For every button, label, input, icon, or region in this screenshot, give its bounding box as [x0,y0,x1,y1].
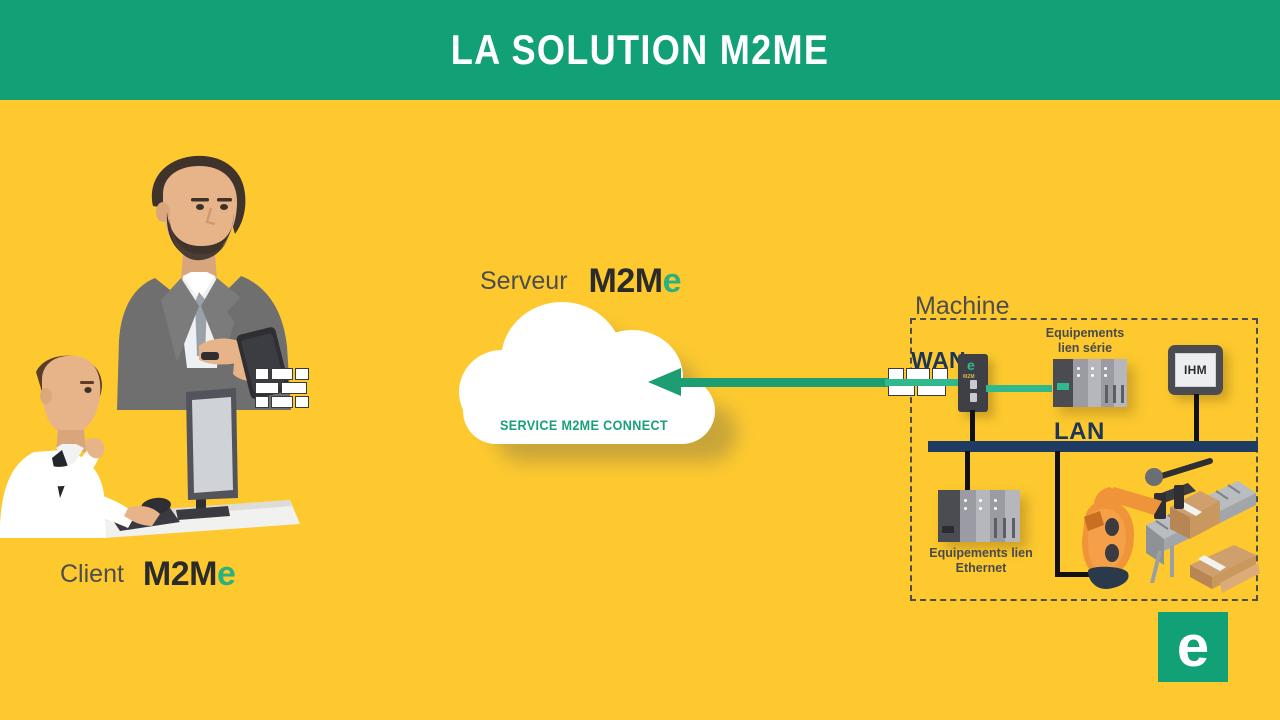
client-m2me-logo: M2Me [142,555,236,594]
ethernet-plc-lan-drop [965,451,970,495]
ihm-panel-device: IHM [1168,345,1223,395]
lan-bus-bar [928,441,1258,452]
equipements-lien-serie-caption: Equipements lien série [1030,326,1140,356]
page-title: LA SOLUTION M2ME [450,26,830,73]
wan-link-line [885,379,961,386]
serial-link-line [986,385,1052,392]
serveur-label: Serveur M2Me [480,262,681,301]
router-port [970,380,977,389]
client-label-text: Client [60,560,124,588]
caption-line-1: Equipements [1045,326,1125,340]
m2me-logo-green: e [216,555,236,593]
ihm-screen: IHM [1175,353,1216,387]
machine-label: Machine [915,292,1010,320]
lan-label: LAN [1054,418,1105,445]
serveur-label-text: Serveur [480,267,568,295]
brand-logo: e [1158,612,1228,682]
robot-lan-drop-h [1055,572,1095,577]
router-tag-label: M2M [963,374,975,380]
ethernet-plc-device [938,490,1020,542]
router-lan-drop [970,410,975,445]
robot-lan-drop [1055,451,1060,577]
ihm-lan-drop [1194,394,1199,444]
m2me-logo-dark: M2M [142,555,218,593]
cloud-service-text: SERVICE M2ME CONNECT [499,417,668,433]
firewall-brick-icon [255,368,309,408]
equipements-lien-ethernet-caption: Equipements lien Ethernet [920,546,1042,576]
m2me-logo-dark: M2M [588,262,664,300]
data-flow-arrow-line [678,378,900,387]
ihm-label: IHM [1184,363,1207,377]
m2me-logo-green: e [662,262,682,300]
machine-boundary [910,318,1258,601]
router-e-logo: e [967,357,975,373]
businessman-with-smartphone-illustration [117,155,291,410]
man-at-desk-illustration [0,355,300,538]
caption-line-2: lien série [1057,341,1113,355]
serial-plc-device [1053,359,1127,407]
serveur-m2me-logo: M2Me [588,262,682,301]
caption-line-1: Equipements lien [929,546,1033,560]
brand-e-glyph: e [1176,614,1210,679]
caption-line-2: Ethernet [955,561,1007,575]
header-banner: LA SOLUTION M2ME [0,0,1280,100]
industrial-robot-and-conveyor-illustration [1082,458,1260,593]
router-port [970,393,977,402]
client-label: Client M2Me [60,555,236,594]
m2me-router-device: e M2M [958,354,988,412]
cloud-server: SERVICE M2ME CONNECT [455,300,755,470]
data-flow-arrow-head [648,368,681,396]
